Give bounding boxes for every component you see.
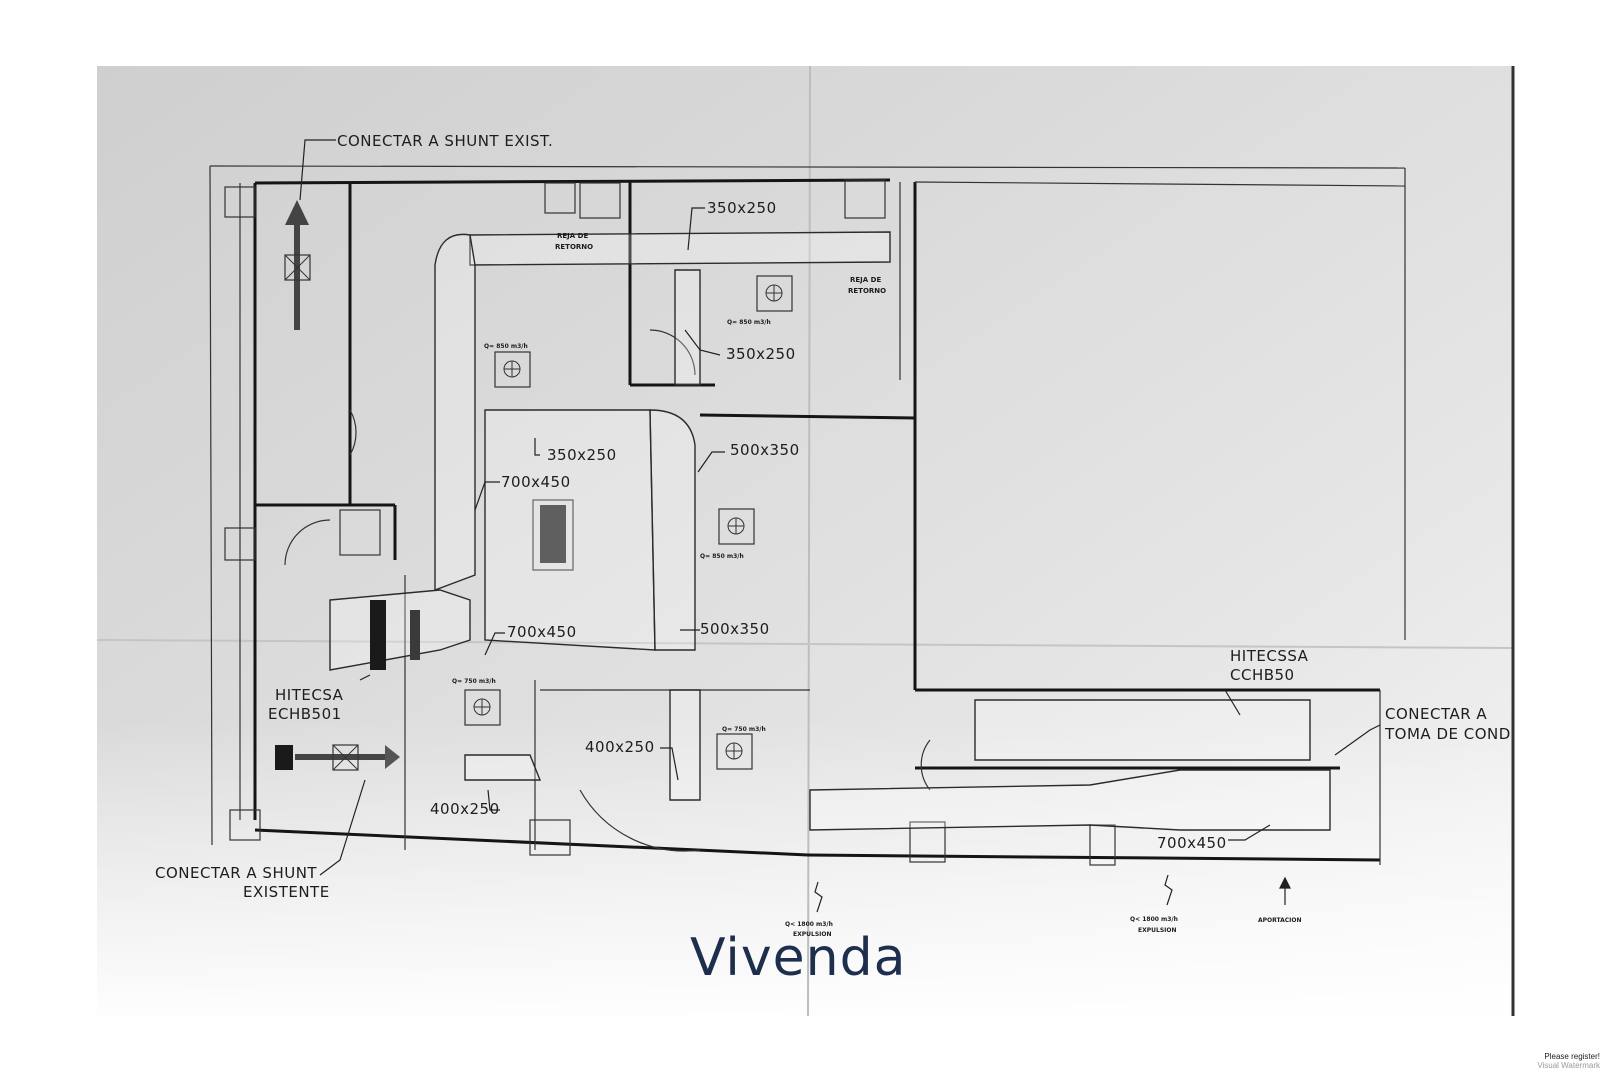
label-shunt-top: CONECTAR A SHUNT EXIST.	[337, 132, 553, 150]
watermark: Please register! Visual Watermark	[1537, 1052, 1600, 1070]
diffuser-3	[718, 508, 755, 545]
label-reja-1b: RETORNO	[555, 243, 593, 251]
intake-label: APORTACION	[1258, 917, 1302, 924]
paper-fold-horizontal	[96, 639, 1514, 649]
walls	[209, 165, 1406, 866]
diffuser-1	[494, 351, 531, 388]
diffusers	[284, 254, 793, 771]
label-reja-2b: RETORNO	[848, 287, 886, 295]
flow-3: Q= 850 m3/h	[700, 553, 744, 560]
duct-size-1: 350x250	[707, 199, 777, 217]
diffuser-2	[756, 275, 793, 312]
fan-bottom	[332, 744, 359, 771]
duct-size-10: 700x450	[1157, 834, 1227, 852]
label-reja-1a: REJA DE	[557, 232, 588, 240]
label-unit-right-1: HITECSSA	[1230, 647, 1309, 665]
label-unit-left-1: HITECSA	[275, 686, 344, 704]
diffuser-5	[716, 733, 753, 770]
ducts	[275, 200, 1331, 831]
duct-size-8: 400x250	[585, 738, 655, 756]
exhaust-markers	[814, 874, 1291, 913]
flow-1: Q= 850 m3/h	[484, 343, 528, 350]
watermark-line-1: Please register!	[1544, 1052, 1600, 1061]
flow-5: Q= 750 m3/h	[722, 726, 766, 733]
watermark-line-2: Visual Watermark	[1537, 1061, 1600, 1070]
label-toma-1: CONECTAR A	[1385, 705, 1487, 723]
duct-size-7: 500x350	[700, 620, 770, 638]
flow-2: Q= 850 m3/h	[727, 319, 771, 326]
leader-lines	[299, 139, 1381, 876]
duct-size-2: 350x250	[726, 345, 796, 363]
label-toma-2: TOMA DE COND	[1384, 725, 1511, 743]
paper-fold-vertical	[807, 65, 811, 1017]
duct-size-6: 700x450	[507, 623, 577, 641]
vivenda-logo: Vivenda	[690, 928, 906, 988]
diffuser-4	[464, 689, 501, 726]
exhaust-2-label: EXPULSION	[1138, 927, 1177, 934]
label-unit-left-2: ECHB501	[268, 705, 342, 723]
fan-top	[284, 254, 311, 281]
duct-size-3: 350x250	[547, 446, 617, 464]
label-shunt-bottom-2: EXISTENTE	[243, 883, 330, 901]
exhaust-2-flow: Q< 1800 m3/h	[1130, 916, 1178, 923]
label-shunt-bottom-1: CONECTAR A SHUNT	[155, 864, 317, 882]
exhaust-1-label: EXPULSION	[793, 931, 832, 938]
flow-4: Q= 750 m3/h	[452, 678, 496, 685]
exhaust-1-flow: Q< 1800 m3/h	[785, 921, 833, 928]
label-unit-right-2: CCHB50	[1230, 666, 1295, 684]
label-reja-2a: REJA DE	[850, 276, 881, 284]
duct-size-5: 700x450	[501, 473, 571, 491]
duct-size-4: 500x350	[730, 441, 800, 459]
duct-size-9: 400x250	[430, 800, 500, 818]
